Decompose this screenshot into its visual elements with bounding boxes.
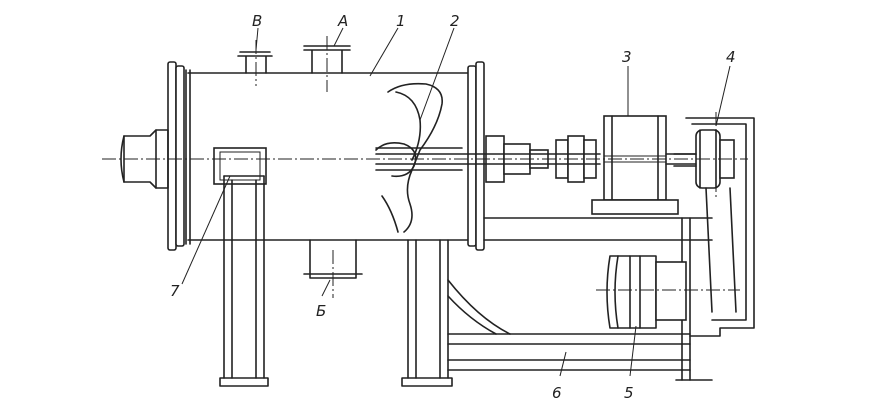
agitator-blade <box>375 82 463 233</box>
label-b-top: В <box>252 12 262 30</box>
leader-lines <box>181 27 731 377</box>
main-shaft <box>375 153 697 165</box>
label-6: 6 <box>552 384 562 402</box>
label-a: А <box>337 12 348 30</box>
label-3: 3 <box>622 48 632 66</box>
label-5: 5 <box>624 384 634 402</box>
left-support-leg <box>219 175 269 387</box>
label-4: 4 <box>726 48 736 66</box>
label-1: 1 <box>396 12 406 30</box>
electric-motor <box>606 255 687 329</box>
center-lines <box>102 36 748 298</box>
drum-body <box>185 69 469 245</box>
right-support-leg <box>401 239 453 387</box>
label-b-bottom: Б <box>316 302 326 320</box>
right-flange <box>467 61 485 251</box>
nozzle-v-top <box>237 51 273 74</box>
drum-hatch <box>213 147 267 185</box>
gearbox <box>591 115 679 215</box>
label-7: 7 <box>170 282 180 300</box>
belt-guard <box>685 117 755 337</box>
label-2: 2 <box>450 12 460 30</box>
left-flange <box>167 61 185 251</box>
